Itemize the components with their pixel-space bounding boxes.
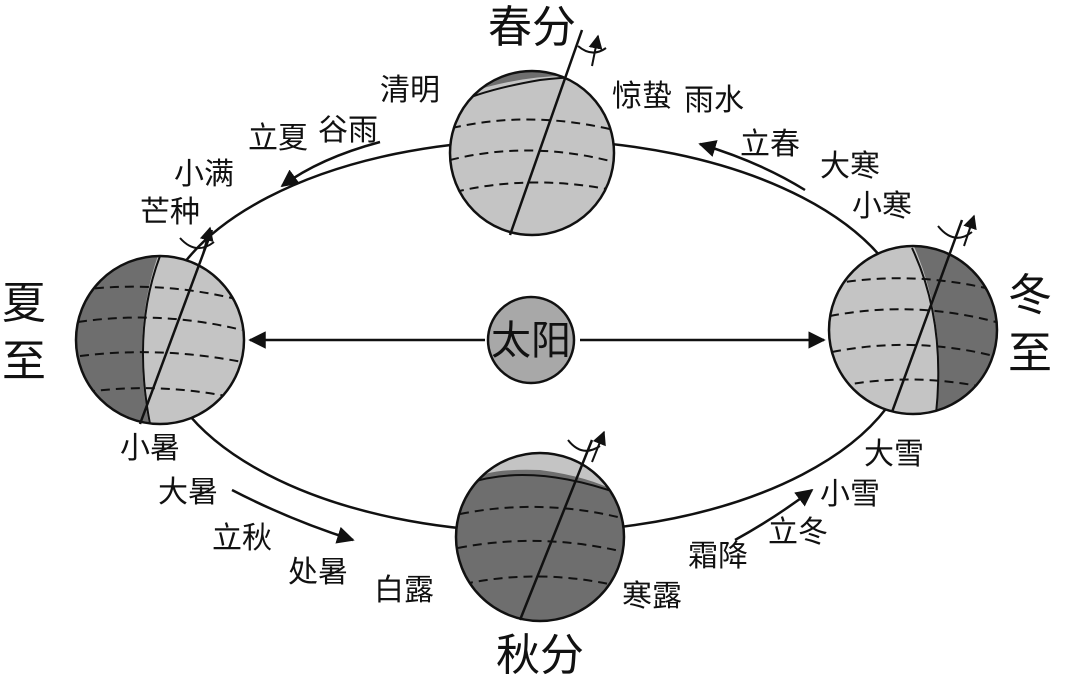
- earth-axis: [518, 439, 594, 621]
- term-lidong: 立冬: [768, 515, 828, 550]
- earth-summer-solstice: [74, 226, 246, 426]
- svg-text:至: 至: [1008, 328, 1052, 379]
- orbit-direction-arrow-icon: [734, 488, 814, 542]
- term-chushu: 处暑: [288, 555, 348, 590]
- sun: 太阳: [486, 295, 576, 385]
- term-mangzhong: 芒种: [140, 195, 200, 230]
- term-hanlu: 寒露: [622, 579, 682, 614]
- svg-text:夏: 夏: [2, 278, 46, 329]
- term-liqiu: 立秋: [212, 521, 272, 556]
- rotation-arrow-icon: [577, 34, 607, 67]
- label-autumn-equinox: 秋分: [496, 630, 584, 681]
- term-dashu: 大暑: [158, 475, 218, 510]
- term-lichun: 立春: [740, 127, 800, 162]
- earth-axis: [508, 29, 584, 236]
- term-lixia: 立夏: [248, 121, 308, 156]
- sun-label: 太阳: [491, 318, 571, 364]
- orbit-direction-arrow-icon: [231, 488, 355, 544]
- rotation-arrow-icon: [179, 226, 215, 255]
- rotation-arrow-icon: [937, 214, 977, 247]
- orbit-direction-arrow-icon: [280, 140, 381, 188]
- earth-winter-solstice: [827, 214, 999, 416]
- earth-axis: [890, 219, 964, 413]
- term-daxue: 大雪: [864, 437, 924, 472]
- label-winter-solstice: 冬 至: [1008, 270, 1052, 379]
- term-guyu: 谷雨: [318, 113, 378, 148]
- term-yushui: 雨水: [684, 83, 744, 118]
- term-xiaoman: 小满: [174, 157, 234, 192]
- term-qingming: 清明: [380, 73, 440, 108]
- earth-axis: [138, 229, 214, 425]
- svg-text:至: 至: [2, 336, 46, 387]
- svg-text:冬: 冬: [1008, 270, 1052, 321]
- term-dahan: 大寒: [820, 149, 880, 184]
- label-summer-solstice: 夏 至: [2, 278, 46, 387]
- term-shuangjiang: 霜降: [688, 539, 748, 574]
- rotation-arrow-icon: [567, 430, 606, 463]
- earth-spring-equinox: [448, 29, 616, 237]
- earth-autumn-equinox: [454, 430, 626, 623]
- orbit-direction-arrow-icon: [698, 140, 806, 192]
- term-bailu: 白露: [374, 573, 434, 608]
- term-jingzhe: 惊蛰: [612, 79, 672, 114]
- term-xiaohan: 小寒: [852, 189, 912, 224]
- label-spring-equinox: 春分: [488, 2, 576, 53]
- term-xiaoxue: 小雪: [820, 477, 880, 512]
- term-xiaoshu: 小暑: [120, 431, 180, 466]
